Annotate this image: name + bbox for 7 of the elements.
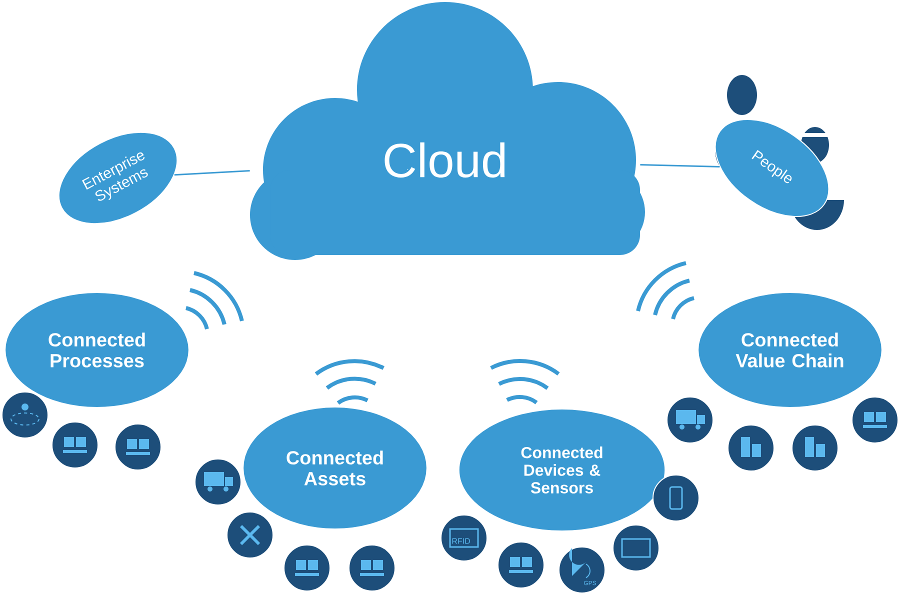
ellipse-node: Connected Processes [4, 292, 190, 408]
connector-line [640, 164, 720, 168]
connector-line [174, 170, 250, 176]
ellipse-node: Connected Devices & Sensors [458, 408, 666, 532]
ellipse-node: Connected Assets [242, 406, 428, 530]
icon-text: RFID [452, 538, 470, 544]
ellipse-node: Connected Value Chain [698, 292, 882, 408]
